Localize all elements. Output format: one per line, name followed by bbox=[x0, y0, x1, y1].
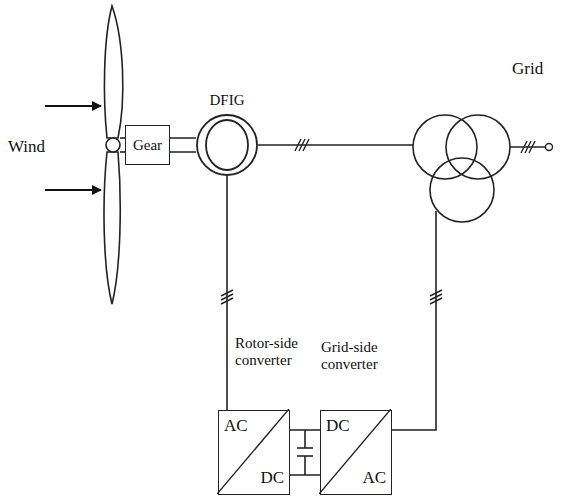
converter-side-label: DC bbox=[326, 417, 350, 436]
diagonal-line bbox=[319, 409, 391, 494]
transformer-winding bbox=[446, 115, 510, 179]
connector-line bbox=[170, 138, 196, 152]
converter-heading: Rotor-side converter bbox=[235, 335, 315, 370]
ring-inner bbox=[206, 120, 248, 170]
three-phase-mark bbox=[521, 141, 535, 153]
box-label: Gear bbox=[133, 137, 162, 154]
grid-terminal bbox=[546, 144, 553, 151]
dc-link-capacitor bbox=[297, 430, 313, 475]
gearbox: Gear bbox=[125, 125, 170, 165]
transformer-winding bbox=[430, 158, 494, 222]
converter-heading: Grid-side converter bbox=[321, 339, 401, 374]
grid-side-converter: Grid-side converterDCAC bbox=[320, 410, 392, 495]
converter-side-label: AC bbox=[362, 469, 386, 488]
generator-ring bbox=[196, 114, 258, 176]
wind-arrow bbox=[45, 189, 101, 191]
turbine-blade bbox=[104, 6, 122, 138]
wind-arrow bbox=[45, 105, 101, 107]
converter-side-label: AC bbox=[224, 417, 248, 436]
three-phase-mark bbox=[430, 290, 442, 304]
dfig-generator: DFIG bbox=[196, 114, 258, 176]
stator-wire bbox=[258, 144, 413, 146]
converter-output-wire bbox=[392, 211, 436, 430]
three-phase-mark bbox=[295, 139, 309, 151]
connector-line bbox=[290, 430, 320, 475]
diagonal-line bbox=[217, 409, 289, 494]
turbine-blade bbox=[104, 152, 120, 304]
rotor-side-converter: Rotor-side converterACDC bbox=[218, 410, 290, 495]
free-label: Wind bbox=[8, 138, 45, 157]
generator-label: DFIG bbox=[209, 92, 244, 109]
transformer-winding bbox=[413, 115, 477, 179]
free-label: Grid bbox=[512, 60, 543, 79]
rotor-hub bbox=[106, 138, 120, 152]
ring-outer bbox=[197, 115, 257, 175]
connector-line bbox=[226, 176, 228, 410]
converter-side-label: DC bbox=[260, 469, 284, 488]
